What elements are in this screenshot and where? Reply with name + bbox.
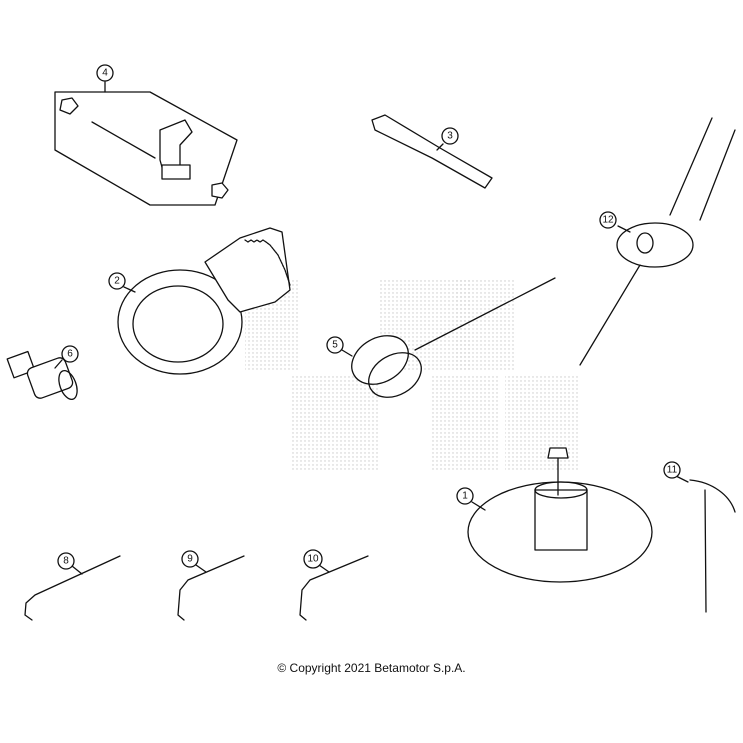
part-8-allen-key[interactable] <box>24 555 121 621</box>
svg-text:11: 11 <box>667 465 678 476</box>
svg-text:10: 10 <box>307 554 319 565</box>
part-6-adapter[interactable] <box>6 350 80 401</box>
part-1-flywheel-puller[interactable] <box>467 447 653 583</box>
svg-text:6: 6 <box>67 349 73 360</box>
callout-1: 1 <box>456 487 486 511</box>
copyright-notice: © Copyright 2021 Betamotor S.p.A. <box>277 661 466 675</box>
callout-9: 9 <box>181 550 207 573</box>
callout-2: 2 <box>108 272 136 293</box>
callout-12: 12 <box>599 211 631 233</box>
callout-4: 4 <box>96 64 114 93</box>
svg-text:5: 5 <box>332 340 338 351</box>
callout-10: 10 <box>303 549 330 573</box>
svg-text:2: 2 <box>114 276 120 287</box>
callout-11: 11 <box>663 461 689 483</box>
part-3-strap[interactable] <box>371 114 493 189</box>
svg-text:8: 8 <box>63 556 69 567</box>
part-5-cup-wrench[interactable] <box>343 277 556 406</box>
svg-text:9: 9 <box>187 554 193 565</box>
part-2-ring-wrench[interactable] <box>117 227 291 375</box>
callout-8: 8 <box>57 552 83 575</box>
svg-text:1: 1 <box>462 491 468 502</box>
svg-text:4: 4 <box>102 68 108 79</box>
part-11-toothed-gauge[interactable] <box>689 479 736 613</box>
callout-5: 5 <box>326 336 353 357</box>
callout-3: 3 <box>436 127 459 151</box>
svg-text:12: 12 <box>602 215 614 226</box>
part-4-kit[interactable] <box>54 91 238 206</box>
callout-6: 6 <box>54 345 79 369</box>
part-9-allen-key[interactable] <box>177 555 245 621</box>
part-12-pin-wrench[interactable] <box>579 117 736 366</box>
svg-text:3: 3 <box>447 131 453 142</box>
